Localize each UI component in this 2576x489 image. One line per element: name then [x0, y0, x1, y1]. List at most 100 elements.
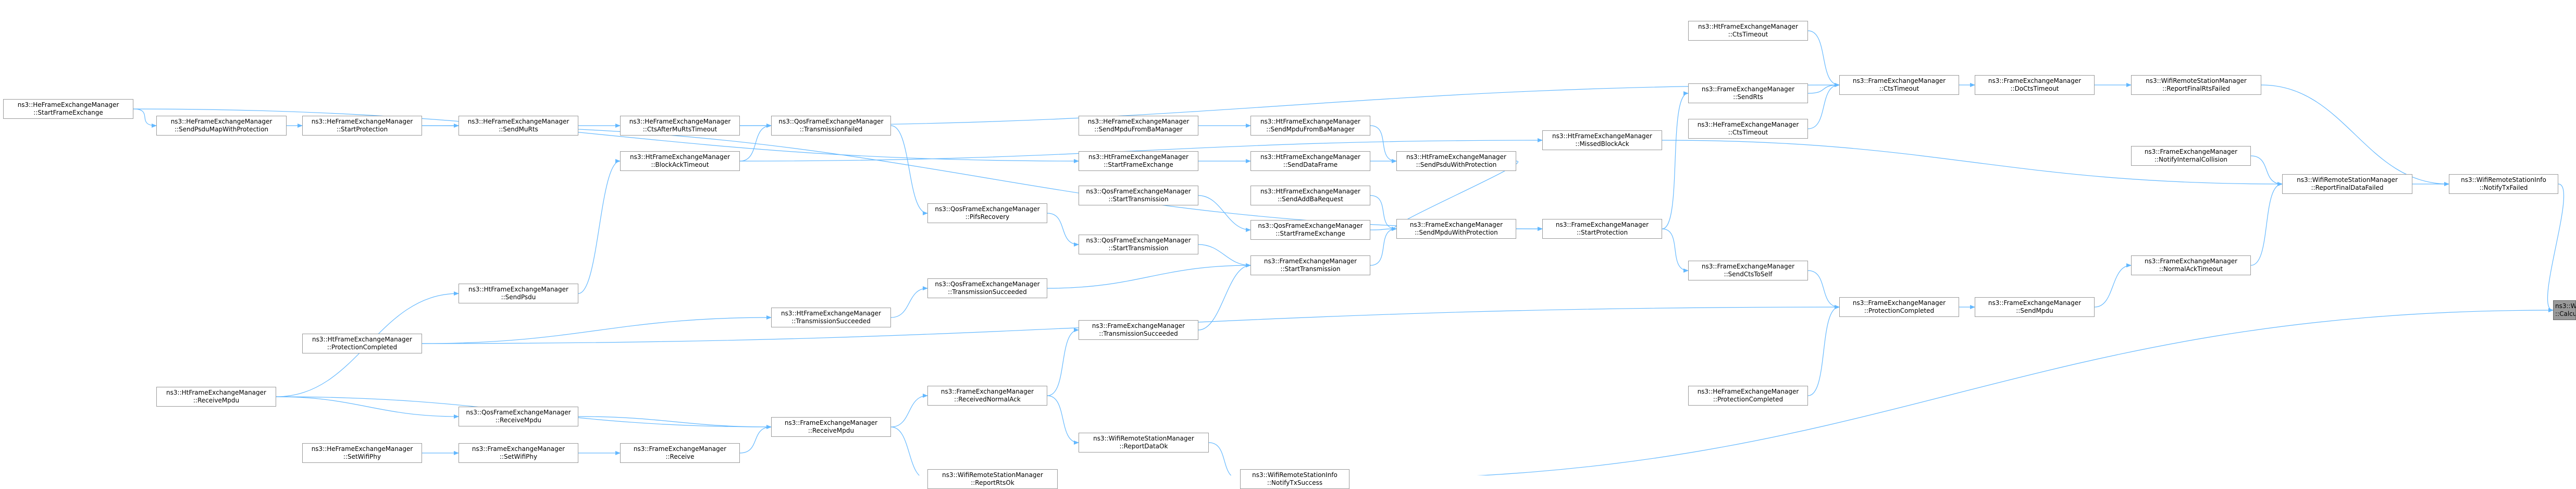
node-calculate-averaging-coefficient[interactable]: ns3::WifiRemoteStationInfo ::CalculateAv…	[2553, 300, 2576, 320]
node-fem-start-protection[interactable]: ns3::FrameExchangeManager ::StartProtect…	[1542, 219, 1662, 239]
node-qos-start-frame-exchange[interactable]: ns3::QosFrameExchangeManager ::StartFram…	[1250, 220, 1370, 240]
node-class-label: ns3::HtFrameExchangeManager	[1406, 153, 1506, 161]
node-htm-block-ack-timeout[interactable]: ns3::HtFrameExchangeManager ::BlockAckTi…	[620, 151, 740, 171]
node-htm-missed-block-ack[interactable]: ns3::HtFrameExchangeManager ::MissedBloc…	[1542, 130, 1662, 150]
node-fem-receive-mpdu[interactable]: ns3::FrameExchangeManager ::ReceiveMpdu	[771, 417, 891, 437]
node-qos-transmission-failed[interactable]: ns3::QosFrameExchangeManager ::Transmiss…	[771, 116, 891, 136]
node-method-label: ::SetWifiPhy	[343, 453, 381, 460]
node-fem-send-cts-to-self[interactable]: ns3::FrameExchangeManager ::SendCtsToSel…	[1688, 261, 1808, 280]
node-class-label: ns3::FrameExchangeManager	[1701, 263, 1795, 270]
node-class-label: ns3::FrameExchangeManager	[1988, 77, 2082, 84]
node-method-label: ::TransmissionFailed	[799, 126, 863, 133]
node-htm-cts-timeout[interactable]: ns3::HtFrameExchangeManager ::CtsTimeout	[1688, 21, 1808, 41]
node-fem-received-normal-ack[interactable]: ns3::FrameExchangeManager ::ReceivedNorm…	[927, 386, 1047, 406]
node-method-label: ::Receive	[665, 453, 695, 460]
node-method-label: ::SendRts	[1733, 93, 1763, 101]
call-edge	[1662, 228, 1689, 273]
node-htm-protection-completed[interactable]: ns3::HtFrameExchangeManager ::Protection…	[302, 334, 422, 353]
node-htm-send-add-ba-request[interactable]: ns3::HtFrameExchangeManager ::SendAddBaR…	[1250, 186, 1370, 205]
call-edge	[422, 315, 772, 344]
node-hem-protection-completed[interactable]: ns3::HeFrameExchangeManager ::Protection…	[1688, 386, 1808, 406]
node-qos-pifs-recovery[interactable]: ns3::QosFrameExchangeManager ::PifsRecov…	[927, 203, 1047, 223]
call-edge	[739, 425, 772, 454]
node-wrsm-report-final-rts-failed[interactable]: ns3::WifiRemoteStationManager ::ReportFi…	[2131, 75, 2261, 95]
node-class-label: ns3::HtFrameExchangeManager	[1260, 118, 1360, 125]
node-class-label: ns3::FrameExchangeManager	[1264, 258, 1357, 265]
node-hem-set-wifi-phy[interactable]: ns3::HeFrameExchangeManager ::SetWifiPhy	[302, 443, 422, 463]
node-wrsm-report-rts-ok[interactable]: ns3::WifiRemoteStationManager ::ReportRt…	[927, 469, 1058, 489]
node-class-label: ns3::QosFrameExchangeManager	[778, 118, 884, 125]
node-qos-start-transmission-2[interactable]: ns3::QosFrameExchangeManager ::StartTran…	[1079, 235, 1198, 254]
node-hem-cts-timeout[interactable]: ns3::HeFrameExchangeManager ::CtsTimeout	[1688, 119, 1808, 139]
node-htm-start-frame-exchange[interactable]: ns3::HtFrameExchangeManager ::StartFrame…	[1079, 151, 1198, 171]
node-method-label: ::TransmissionSucceeded	[1099, 330, 1178, 337]
node-fem-send-mpdu[interactable]: ns3::FrameExchangeManager ::SendMpdu	[1975, 297, 2095, 317]
node-hem-cts-after-mu-rts-timeout[interactable]: ns3::HeFrameExchangeManager ::CtsAfterMu…	[620, 116, 740, 136]
call-edge	[1370, 125, 1397, 163]
node-method-label: ::NotifyTxSuccess	[1267, 479, 1323, 486]
node-method-label: ::StartTransmission	[1108, 195, 1169, 203]
node-htm-send-data-frame[interactable]: ns3::HtFrameExchangeManager ::SendDataFr…	[1250, 151, 1370, 171]
node-hem-send-mu-rts[interactable]: ns3::HeFrameExchangeManager ::SendMuRts	[459, 116, 578, 136]
node-method-label: ::ReportDataOk	[1119, 443, 1168, 450]
call-edge	[578, 159, 621, 294]
node-method-label: ::SendMuRts	[499, 126, 538, 133]
node-fem-protection-completed[interactable]: ns3::FrameExchangeManager ::ProtectionCo…	[1839, 297, 1959, 317]
node-class-label: ns3::HeFrameExchangeManager	[17, 101, 119, 108]
node-method-label: ::SendAddBaRequest	[1278, 195, 1343, 203]
node-method-label: ::StartFrameExchange	[33, 109, 103, 116]
node-fem-start-transmission[interactable]: ns3::FrameExchangeManager ::StartTransmi…	[1250, 255, 1370, 275]
call-edge	[133, 108, 157, 128]
node-hem-start-protection[interactable]: ns3::HeFrameExchangeManager ::StartProte…	[302, 116, 422, 136]
node-fem-do-cts-timeout[interactable]: ns3::FrameExchangeManager ::DoCtsTimeout	[1975, 75, 2095, 95]
node-class-label: ns3::HtFrameExchangeManager	[781, 310, 881, 317]
node-fem-set-wifi-phy[interactable]: ns3::FrameExchangeManager ::SetWifiPhy	[459, 443, 578, 463]
node-class-label: ns3::HtFrameExchangeManager	[1260, 188, 1360, 195]
node-wifi-info-notify-tx-failed[interactable]: ns3::WifiRemoteStationInfo ::NotifyTxFai…	[2449, 174, 2558, 194]
node-wrsm-report-data-ok[interactable]: ns3::WifiRemoteStationManager ::ReportDa…	[1079, 433, 1209, 453]
call-edge	[1198, 244, 1251, 267]
node-qos-start-transmission-1[interactable]: ns3::QosFrameExchangeManager ::StartTran…	[1079, 186, 1198, 205]
node-class-label: ns3::HtFrameExchangeManager	[166, 389, 266, 396]
node-htm-send-psdu-with-protection[interactable]: ns3::HtFrameExchangeManager ::SendPsduWi…	[1396, 151, 1516, 171]
node-fem-notify-internal-collision[interactable]: ns3::FrameExchangeManager ::NotifyIntern…	[2131, 146, 2251, 166]
node-htm-receive-mpdu[interactable]: ns3::HtFrameExchangeManager ::ReceiveMpd…	[156, 387, 276, 407]
node-method-label: ::ReceiveMpdu	[495, 417, 542, 424]
node-class-label: ns3::FrameExchangeManager	[633, 445, 727, 453]
node-class-label: ns3::HeFrameExchangeManager	[1087, 118, 1190, 125]
node-qos-receive-mpdu[interactable]: ns3::QosFrameExchangeManager ::ReceiveMp…	[459, 407, 578, 426]
node-qos-transmission-succeeded[interactable]: ns3::QosFrameExchangeManager ::Transmiss…	[927, 278, 1047, 298]
node-method-label: ::NotifyTxFailed	[2479, 184, 2528, 191]
node-wrsm-report-final-data-failed[interactable]: ns3::WifiRemoteStationManager ::ReportFi…	[2282, 174, 2412, 194]
node-hem-start-frame-exchange[interactable]: ns3::HeFrameExchangeManager ::StartFrame…	[3, 99, 133, 119]
node-class-label: ns3::FrameExchangeManager	[940, 388, 1034, 395]
node-method-label: ::SendCtsToSelf	[1724, 271, 1773, 278]
call-edge	[1047, 213, 1079, 247]
call-edge	[1198, 263, 1251, 331]
node-fem-normal-ack-timeout[interactable]: ns3::FrameExchangeManager ::NormalAckTim…	[2131, 255, 2251, 275]
node-method-label: ::StartTransmission	[1280, 265, 1341, 273]
node-hem-send-mpdu-from-ba-manager[interactable]: ns3::HeFrameExchangeManager ::SendMpduFr…	[1079, 116, 1198, 136]
node-htm-transmission-succeeded[interactable]: ns3::HtFrameExchangeManager ::Transmissi…	[771, 308, 891, 327]
node-method-label: ::ReceiveMpdu	[808, 427, 854, 434]
node-wifi-info-notify-tx-success[interactable]: ns3::WifiRemoteStationInfo ::NotifyTxSuc…	[1240, 469, 1349, 489]
node-class-label: ns3::HtFrameExchangeManager	[312, 336, 412, 343]
node-class-label: ns3::HtFrameExchangeManager	[630, 153, 730, 161]
node-htm-send-psdu[interactable]: ns3::HtFrameExchangeManager ::SendPsdu	[459, 284, 578, 303]
node-fem-send-mpdu-with-protection[interactable]: ns3::FrameExchangeManager ::SendMpduWith…	[1396, 219, 1516, 239]
node-fem-cts-timeout[interactable]: ns3::FrameExchangeManager ::CtsTimeout	[1839, 75, 1959, 95]
node-htm-send-mpdu-from-ba-manager[interactable]: ns3::HtFrameExchangeManager ::SendMpduFr…	[1250, 116, 1370, 136]
node-method-label: ::TransmissionSucceeded	[791, 317, 871, 325]
node-class-label: ns3::HeFrameExchangeManager	[170, 118, 273, 125]
call-edge	[1807, 83, 1840, 129]
node-method-label: ::ProtectionCompleted	[1713, 396, 1784, 403]
node-fem-receive[interactable]: ns3::FrameExchangeManager ::Receive	[620, 443, 740, 463]
call-edge	[1370, 227, 1397, 266]
node-hem-send-psdu-map-with-protection[interactable]: ns3::HeFrameExchangeManager ::SendPsduMa…	[156, 116, 287, 136]
node-class-label: ns3::FrameExchangeManager	[1988, 299, 2082, 307]
node-fem-send-rts[interactable]: ns3::FrameExchangeManager ::SendRts	[1688, 83, 1808, 103]
node-method-label: ::SetWifiPhy	[499, 453, 538, 460]
node-fem-transmission-succeeded[interactable]: ns3::FrameExchangeManager ::Transmission…	[1079, 320, 1198, 340]
node-method-label: ::ReportFinalDataFailed	[2311, 184, 2384, 191]
node-class-label: ns3::HtFrameExchangeManager	[468, 286, 568, 293]
